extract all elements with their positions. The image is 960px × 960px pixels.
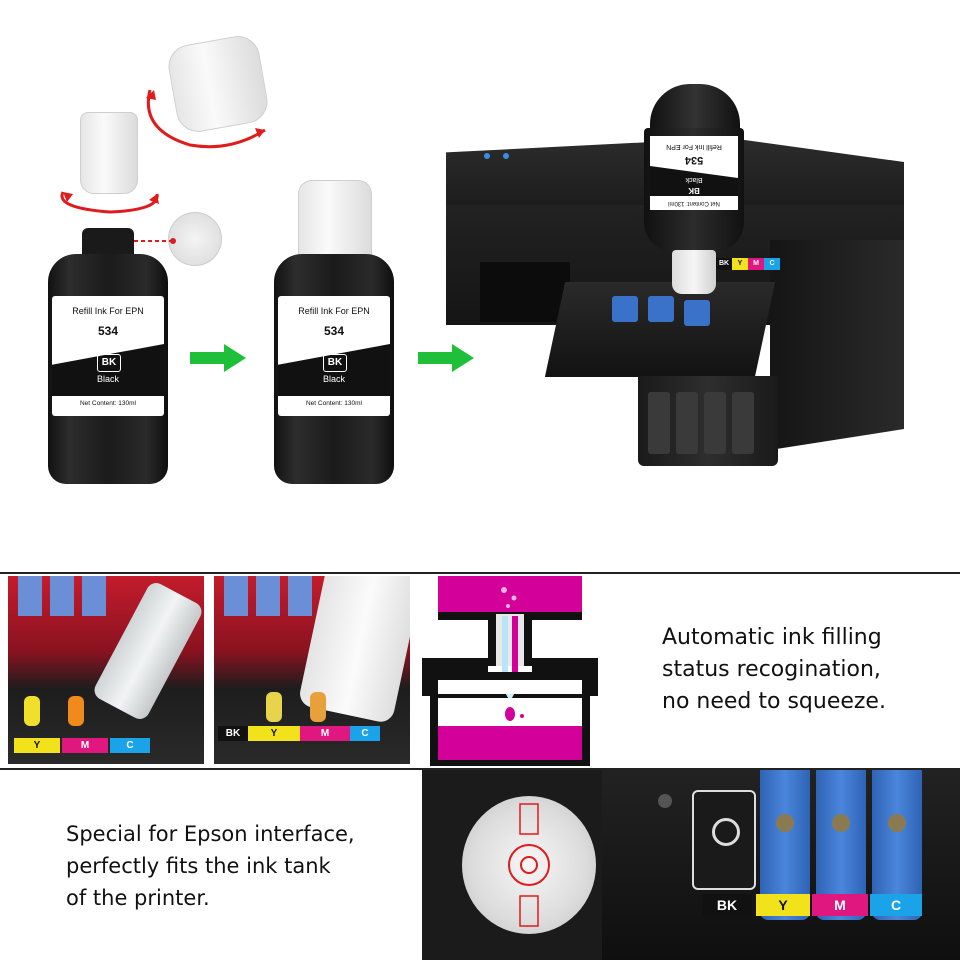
bottle-color-code: BK	[97, 354, 121, 372]
bottle-model: 534	[97, 324, 119, 338]
rotate-arrow-icon	[60, 191, 159, 214]
bottle-color-name: Black	[322, 374, 345, 384]
photo-filling-close-up: Y M C	[8, 576, 204, 764]
tank-label-y: Y	[756, 894, 810, 916]
green-arrow-icon	[418, 344, 474, 372]
tank-label-y: Y	[14, 738, 60, 753]
bottle-model: 534	[323, 324, 345, 338]
bottle-net-content: Net Content: 130ml	[668, 200, 720, 206]
green-arrow-icon	[190, 344, 246, 372]
bottle-label-title: Refill Ink For EPN	[298, 306, 370, 316]
ink-flow-diagram	[422, 576, 598, 766]
bottle-color-code: BK	[323, 354, 347, 372]
bottle-color-name: Black	[96, 374, 119, 384]
divider	[0, 572, 960, 574]
tank-label-m: M	[62, 738, 108, 753]
tank-label-c: C	[110, 738, 150, 753]
bottle-net-content: Net Content: 130ml	[79, 400, 136, 407]
ink-bottle-open: Refill Ink For EPN 534 BK Black Net Cont…	[48, 228, 168, 508]
valve-center-icon	[508, 803, 550, 927]
bottle-color-code: BK	[688, 186, 700, 195]
tank-label-bk: BK	[218, 726, 248, 741]
tank-label-bk: BK	[716, 258, 732, 270]
ink-bottle-inverted: Net Content: 130ml BK Black 534 Refill I…	[642, 84, 746, 294]
bottle-color-name: Black	[685, 176, 703, 183]
tank-label-c: C	[764, 258, 780, 270]
photo-tank-interface: BK Y M C	[422, 770, 960, 960]
bottle-label-title: Refill Ink For EPN	[72, 306, 144, 316]
tank-label-bk: BK	[702, 894, 752, 916]
rotate-arrow-icon	[146, 89, 266, 149]
ink-bottle-capped: Refill Ink For EPN 534 BK Black Net Cont…	[274, 180, 394, 508]
valve-cap	[80, 112, 138, 194]
bottle-label-title: Refill Ink For EPN	[666, 143, 722, 150]
bottle-model: 534	[684, 154, 704, 166]
divider	[0, 768, 960, 770]
tank-label-m: M	[748, 258, 764, 270]
caption-auto-filling: Automatic ink filling status recoginatio…	[662, 625, 886, 714]
printer-control-panel	[480, 148, 540, 162]
tank-label-c: C	[870, 894, 922, 916]
seal-disc	[168, 212, 222, 266]
bottle-net-content: Net Content: 130ml	[305, 400, 362, 407]
tank-label-m: M	[300, 726, 350, 741]
photo-bottle-inserted: BK Y M C	[214, 576, 410, 764]
tank-label-y: Y	[248, 726, 300, 741]
tank-label-m: M	[812, 894, 868, 916]
valve-cap-top-view	[462, 796, 596, 934]
caption-epson-interface: Special for Epson interface, perfectly f…	[66, 822, 355, 910]
tank-label-y: Y	[732, 258, 748, 270]
tank-label-c: C	[350, 726, 380, 741]
